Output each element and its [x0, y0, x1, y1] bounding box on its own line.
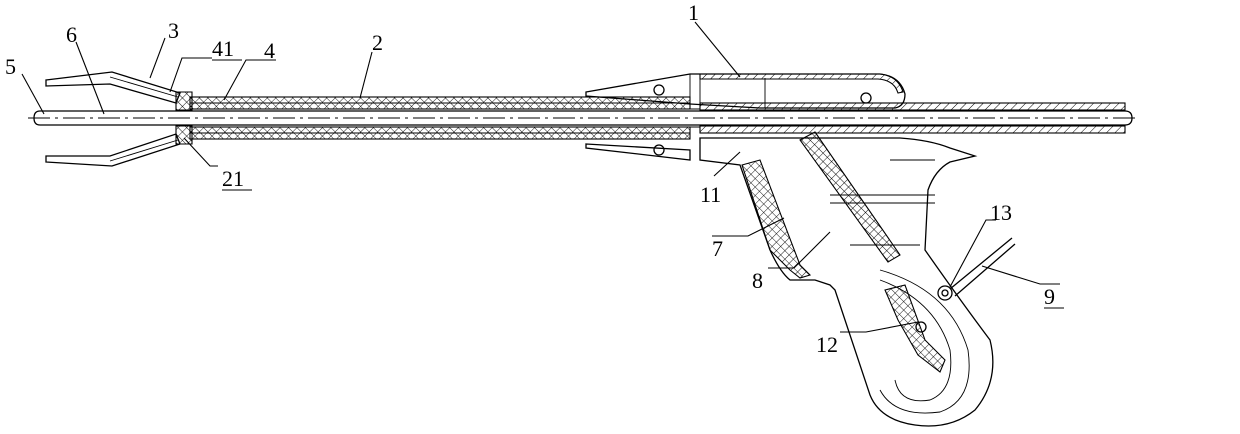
label-4: 4	[264, 38, 275, 63]
label-6: 6	[66, 22, 77, 47]
pin-icon	[654, 85, 664, 95]
lever-rod	[950, 238, 1012, 289]
pin-icon	[861, 93, 871, 103]
label-41: 41	[212, 36, 234, 61]
label-5: 5	[5, 54, 16, 79]
label-21: 21	[222, 166, 244, 191]
label-7: 7	[712, 236, 723, 261]
jaw-lower	[46, 134, 180, 166]
body-housing	[586, 74, 905, 160]
jaw-upper	[46, 72, 180, 103]
handle-body	[700, 132, 1015, 426]
label-2: 2	[372, 30, 383, 55]
label-12: 12	[816, 332, 838, 357]
label-3: 3	[168, 18, 179, 43]
spring-pin-icon	[938, 286, 952, 300]
label-8: 8	[752, 268, 763, 293]
pin-icon	[654, 145, 664, 155]
label-9: 9	[1044, 284, 1055, 309]
label-1: 1	[688, 0, 699, 25]
label-13: 13	[990, 200, 1012, 225]
label-11: 11	[700, 182, 721, 207]
